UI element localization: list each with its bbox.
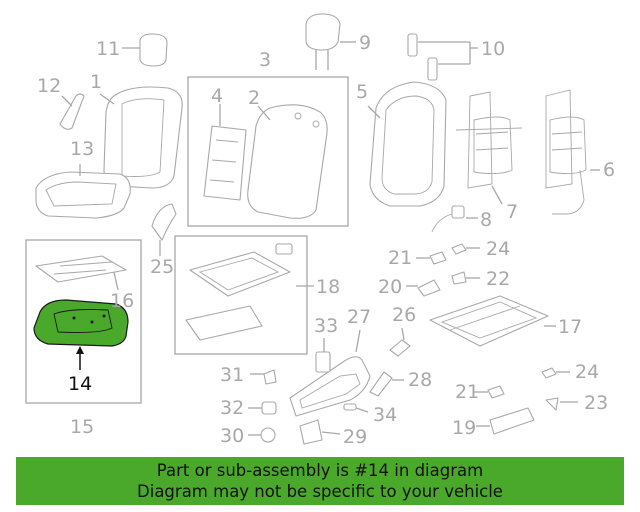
part-clip-31 <box>250 369 277 385</box>
callout-30: 30 <box>220 425 244 447</box>
part-seat-track-17 <box>429 295 556 347</box>
callout-33: 33 <box>314 315 338 337</box>
group-box-3 <box>187 76 349 227</box>
callout-2: 2 <box>248 87 260 109</box>
callout-16: 16 <box>110 290 134 312</box>
part-suspension-7 <box>455 91 523 205</box>
callout-28: 28 <box>408 369 432 391</box>
part-insulator-16 <box>35 255 127 291</box>
part-bracket-20 <box>406 279 441 297</box>
part-bracket-25 <box>151 203 177 256</box>
callout-20: 20 <box>378 276 402 298</box>
part-trim-12 <box>59 93 85 130</box>
callout-4: 4 <box>211 85 223 107</box>
part-seatback-frame-5 <box>367 81 447 207</box>
callout-23: 23 <box>584 392 608 414</box>
part-handle-28 <box>369 371 404 397</box>
callout-29: 29 <box>343 426 367 448</box>
callout-1: 1 <box>90 71 102 93</box>
part-trim-29 <box>299 419 341 445</box>
part-clip-24-upper <box>451 243 480 255</box>
callout-31: 31 <box>220 364 244 386</box>
part-seatback-cover-1 <box>99 86 183 189</box>
callout-34: 34 <box>373 404 397 426</box>
callout-24-upper: 24 <box>486 238 510 260</box>
callout-6: 6 <box>603 159 615 181</box>
part-clip-21-lower <box>474 385 505 399</box>
callout-15: 15 <box>70 416 94 438</box>
part-headrest-11 <box>122 33 168 67</box>
callout-27: 27 <box>347 306 371 328</box>
callout-24-lower: 24 <box>575 361 599 383</box>
part-clip-21-upper <box>416 251 447 265</box>
part-clip-23 <box>545 397 578 411</box>
part-cushion-cover-13 <box>35 164 131 219</box>
callout-17: 17 <box>558 316 582 338</box>
part-guides-10 <box>407 33 478 81</box>
callout-9: 9 <box>359 32 371 54</box>
part-bracket-33 <box>315 338 331 373</box>
callout-8: 8 <box>480 209 492 231</box>
part-foam-2 <box>247 104 328 219</box>
part-cover-19 <box>476 407 535 435</box>
callout-10: 10 <box>481 38 505 60</box>
part-cushion-pad-14-highlighted <box>33 299 129 370</box>
part-bracket-26 <box>389 327 411 357</box>
part-cushion-frame-18 <box>185 243 314 341</box>
callout-22: 22 <box>486 268 510 290</box>
callout-21-lower: 21 <box>455 381 479 403</box>
part-pad-4 <box>203 104 247 201</box>
callout-14: 14 <box>68 373 92 395</box>
callout-26: 26 <box>392 304 416 326</box>
callout-18: 18 <box>316 276 340 298</box>
callout-32: 32 <box>220 397 244 419</box>
info-banner: Part or sub-assembly is #14 in diagram D… <box>16 457 624 505</box>
callout-13: 13 <box>70 138 94 160</box>
part-sensor-8 <box>431 205 478 233</box>
part-side-shield-27 <box>289 329 371 417</box>
callout-7: 7 <box>506 201 518 223</box>
group-box-15 <box>25 239 142 404</box>
callout-19: 19 <box>452 417 476 439</box>
part-clip-24-lower <box>541 367 570 379</box>
callout-25: 25 <box>150 256 174 278</box>
callout-5: 5 <box>356 81 368 103</box>
part-suspension-6 <box>545 89 600 215</box>
callout-12: 12 <box>37 75 61 97</box>
banner-line-disclaimer: Diagram may not be specific to your vehi… <box>137 482 503 501</box>
callout-21-upper: 21 <box>388 247 412 269</box>
callout-11: 11 <box>96 38 120 60</box>
banner-line-part: Part or sub-assembly is #14 in diagram <box>156 461 484 480</box>
part-headrest-9 <box>305 13 356 70</box>
seat-parts-diagram: 1 2 3 4 5 6 7 8 9 10 11 12 13 14 15 16 1… <box>25 13 615 448</box>
group-box-18 <box>174 235 308 355</box>
part-motor-32 <box>248 401 277 415</box>
part-bracket-22 <box>451 271 480 285</box>
part-clip-34 <box>343 403 369 413</box>
part-knob-30 <box>248 427 276 443</box>
callout-3: 3 <box>259 49 271 71</box>
